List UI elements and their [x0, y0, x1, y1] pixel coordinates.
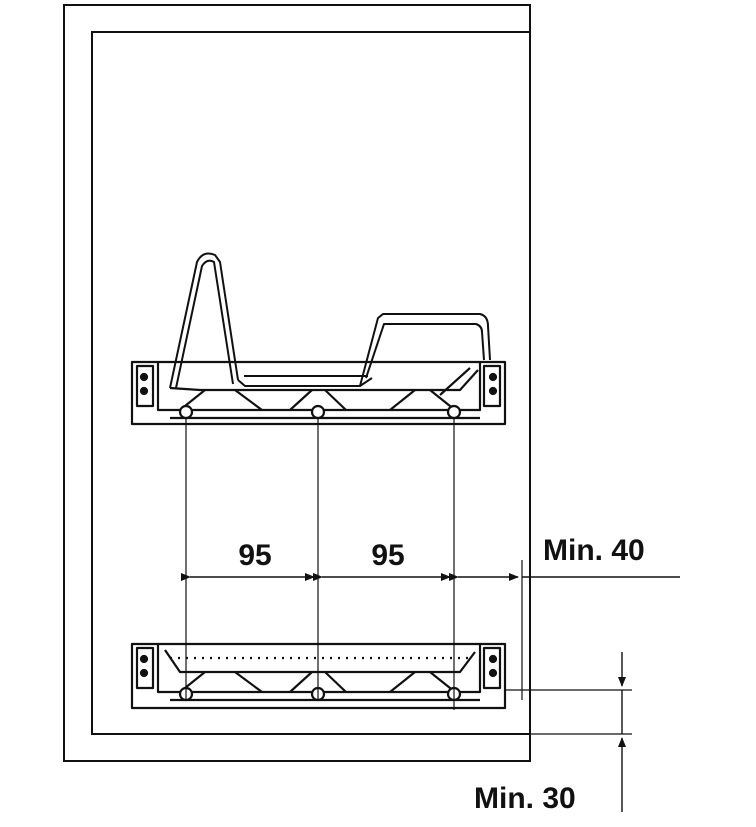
mount-point	[178, 404, 194, 420]
extension-lines	[185, 418, 632, 735]
bottom-clearance-label: Min. 30	[474, 782, 576, 815]
shoe-rack-wire	[169, 252, 491, 389]
mount-point	[310, 404, 326, 420]
cabinet-outer-frame	[63, 4, 531, 762]
upper-drawer-frame	[130, 360, 507, 426]
side-clearance-label: Min. 40	[543, 534, 645, 567]
cabinet-inner-frame	[91, 31, 531, 735]
spacing-left-label: 95	[238, 539, 271, 572]
lower-drawer-frame	[130, 642, 507, 710]
spacing-right-label: 95	[371, 539, 404, 572]
upper-drawer	[130, 252, 507, 426]
lower-drawer	[130, 642, 507, 710]
mount-point	[446, 404, 462, 420]
cabinet	[63, 4, 531, 762]
